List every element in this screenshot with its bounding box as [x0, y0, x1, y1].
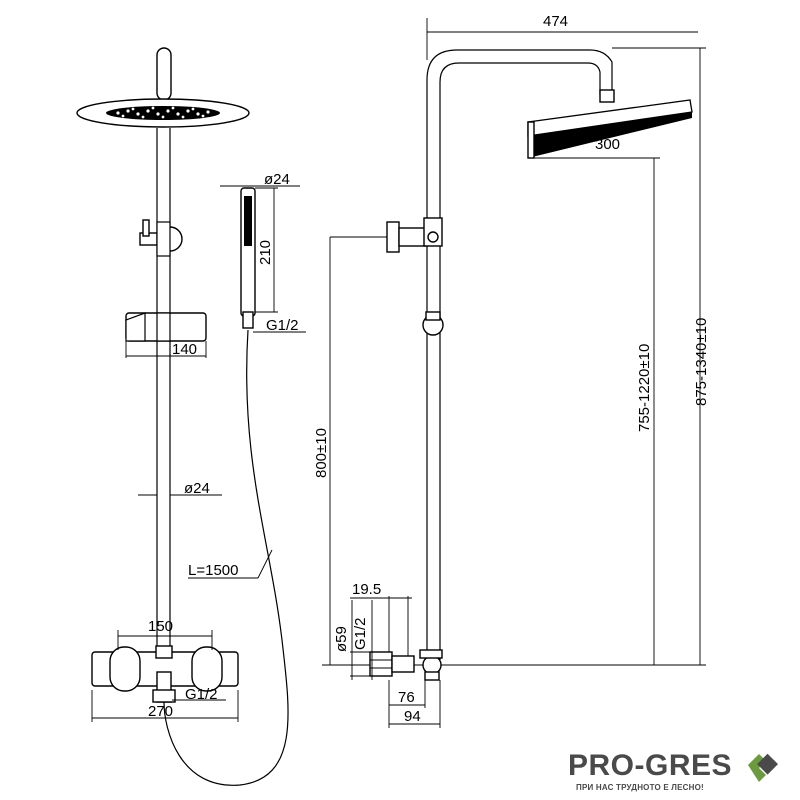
temperature-handle	[109, 646, 141, 692]
nozzles	[116, 106, 210, 119]
flow-handle	[191, 646, 223, 692]
total-reach-label: 474	[543, 13, 568, 30]
shower-hose	[163, 329, 289, 786]
shower-arm-top	[156, 47, 172, 101]
projection-94-label: 94	[404, 708, 421, 725]
flange-diameter-label: ø59	[333, 626, 350, 652]
projection-76-label: 76	[398, 689, 415, 706]
thermostat-width-label: 270	[148, 703, 173, 720]
handshower-diameter-label: ø24	[264, 171, 290, 188]
front-view: 140 ø24 150 G1/2 270 L=1500	[76, 47, 306, 786]
handshower-thread-label: G1/2	[266, 317, 299, 334]
head-size-label: 300	[595, 136, 620, 153]
nozzle-field	[106, 106, 220, 120]
brand-tagline: ПРИ НАС ТРУДНОТО Е ЛЕСНО!	[576, 783, 704, 792]
thermostat-centres-label: 150	[148, 618, 173, 635]
head-height-label: 755-1220±10	[636, 344, 653, 432]
hose-length-label: L=1500	[188, 562, 238, 579]
side-view: 474 300 755-1220±10 875-1340±10 80	[313, 13, 710, 728]
inlet-thread-label: G1/2	[352, 617, 369, 650]
diamond-logo-icon	[748, 753, 778, 782]
thermostat-outlet-label: G1/2	[185, 686, 218, 703]
brand-name: PRO-GRES	[568, 749, 733, 782]
handshower-length-label: 210	[257, 240, 274, 265]
mixer-height-label: 800±10	[313, 428, 330, 478]
riser-diameter-label: ø24	[184, 480, 210, 497]
holder-width-label: 140	[172, 341, 197, 358]
total-height-label: 875-1340±10	[693, 318, 710, 406]
wall-offset-label: 19.5	[352, 581, 381, 598]
brand-logo-block: PRO-GRES ПРИ НАС ТРУДНОТО Е ЛЕСНО!	[568, 750, 788, 800]
